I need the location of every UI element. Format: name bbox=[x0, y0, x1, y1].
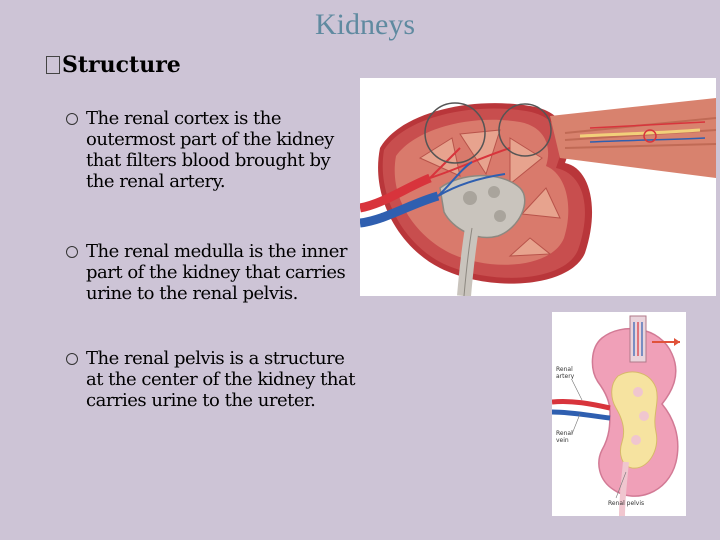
slide-title: Kidneys bbox=[315, 8, 415, 41]
bullet-item-medulla: The renal medulla is the inner part of t… bbox=[66, 241, 356, 304]
label-renal-pelvis: Renal pelvis bbox=[608, 500, 645, 507]
bullet-text: The renal pelvis is a structure at the c… bbox=[86, 348, 355, 411]
section-heading: Structure bbox=[46, 52, 181, 78]
bullet-text: The renal medulla is the inner part of t… bbox=[86, 241, 347, 304]
kidney-labeled-diagram: Renal artery Renal vein Renal pelvis bbox=[552, 312, 686, 516]
label-renal-vein: Renal vein bbox=[556, 430, 573, 444]
bullet-text: The renal cortex is the outermost part o… bbox=[86, 108, 334, 192]
bullet-circle-icon bbox=[66, 353, 78, 365]
bullet-circle-icon bbox=[66, 246, 78, 258]
kidney-cross-section-illustration bbox=[360, 98, 716, 296]
bullet-item-cortex: The renal cortex is the outermost part o… bbox=[66, 108, 356, 192]
label-renal-artery: Renal artery bbox=[556, 366, 575, 380]
section-heading-text: Structure bbox=[62, 52, 181, 78]
bullet-circle-icon bbox=[66, 113, 78, 125]
heading-marker-icon bbox=[46, 56, 60, 74]
kidney-labeled-illustration bbox=[552, 315, 680, 516]
bullet-item-pelvis: The renal pelvis is a structure at the c… bbox=[66, 348, 356, 411]
kidney-cross-section-image bbox=[360, 78, 716, 296]
